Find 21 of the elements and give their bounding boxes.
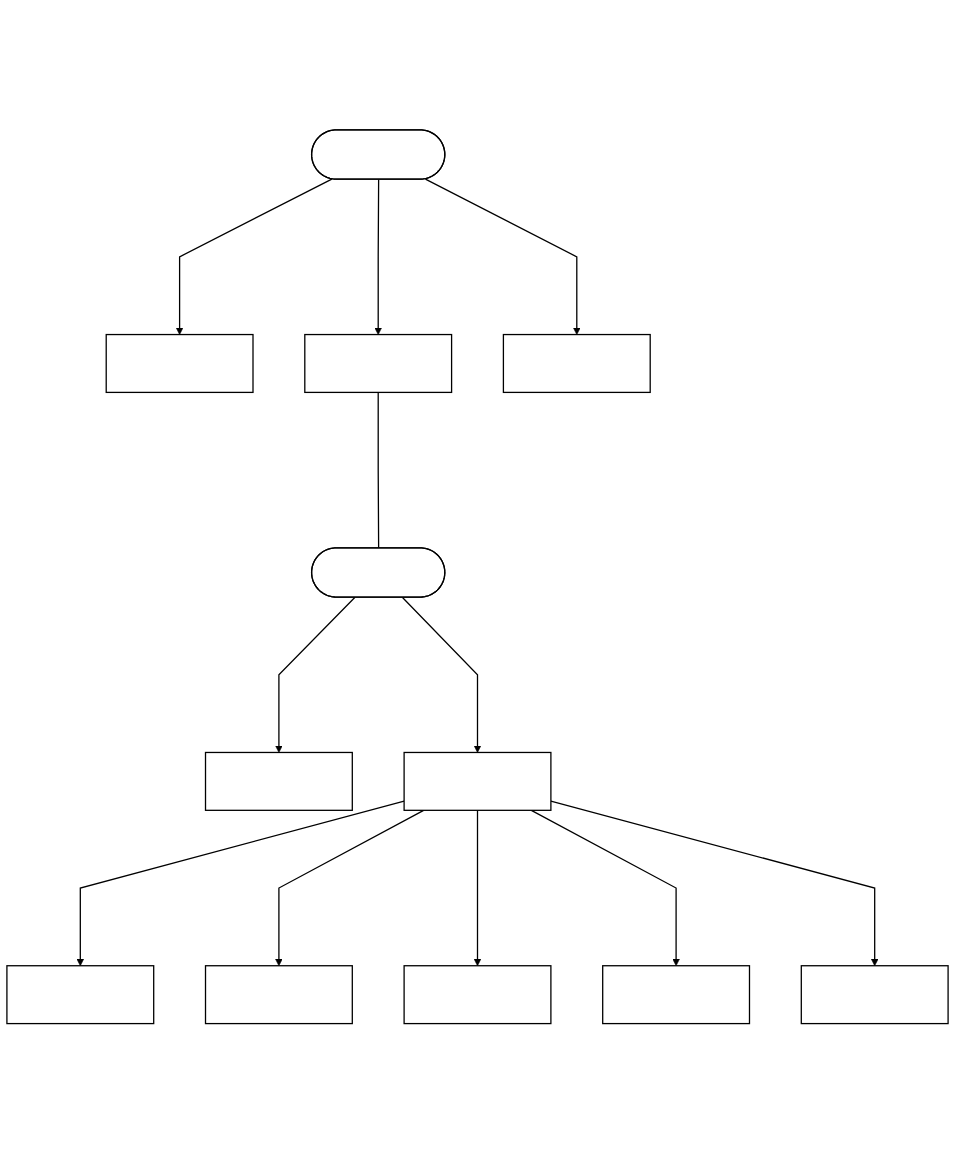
arrow <box>275 597 356 754</box>
node-box <box>204 965 353 1025</box>
arrow <box>530 809 680 967</box>
node-box <box>105 334 254 394</box>
node-box <box>204 752 353 812</box>
arrow <box>424 178 581 336</box>
arrow <box>401 597 482 754</box>
arrow <box>374 179 382 336</box>
node-box <box>403 965 552 1025</box>
node-box <box>800 965 949 1025</box>
node-box <box>602 965 751 1025</box>
arrow <box>76 800 405 967</box>
node-box <box>502 334 651 394</box>
node-box <box>403 752 552 812</box>
arrow <box>175 178 333 336</box>
arrow <box>473 809 482 967</box>
node-box <box>304 334 453 394</box>
arrow <box>550 800 879 967</box>
arrow <box>275 809 425 967</box>
node-box <box>6 965 155 1025</box>
connector <box>377 392 380 550</box>
